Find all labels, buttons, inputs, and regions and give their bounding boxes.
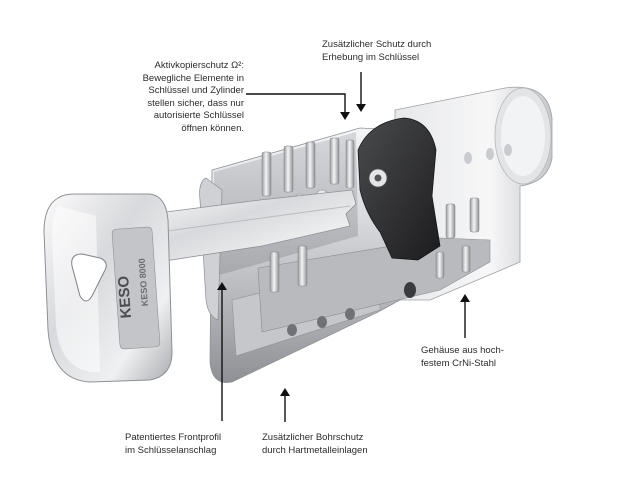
housing-holes [287, 144, 512, 336]
leader-copy-protection [246, 93, 346, 112]
arrow-drill-protection [280, 388, 290, 396]
callout-housing: Gehäuse aus hoch- festem CrNi-Stahl [421, 345, 504, 369]
key [43, 189, 357, 383]
key-model-label: KESO 8000 [137, 258, 150, 307]
callout-copy-protection: Aktivkopierschutz Ω²: Bewegliche Element… [142, 60, 244, 134]
key-brand-label: KESO [115, 275, 135, 319]
leader-arrowheads [217, 104, 470, 396]
arrow-copy-protection [340, 112, 350, 120]
upper-pin-stack [261, 137, 355, 197]
arrow-front-profile [217, 282, 227, 290]
leader-lines [221, 72, 466, 422]
arrow-housing [460, 294, 470, 302]
arrow-extra-protection [356, 104, 366, 112]
callout-drill-protection: Zusätzlicher Bohrschutz durch Hartmetall… [262, 432, 368, 456]
lower-pin-stack [269, 197, 480, 293]
callout-front-profile: Patentiertes Frontprofil im Schlüsselans… [125, 432, 222, 456]
callout-extra-protection: Zusätzlicher Schutz durch Erhebung im Sc… [322, 39, 432, 63]
lower-cutaway [257, 237, 491, 333]
cylinder-cam [357, 117, 441, 261]
